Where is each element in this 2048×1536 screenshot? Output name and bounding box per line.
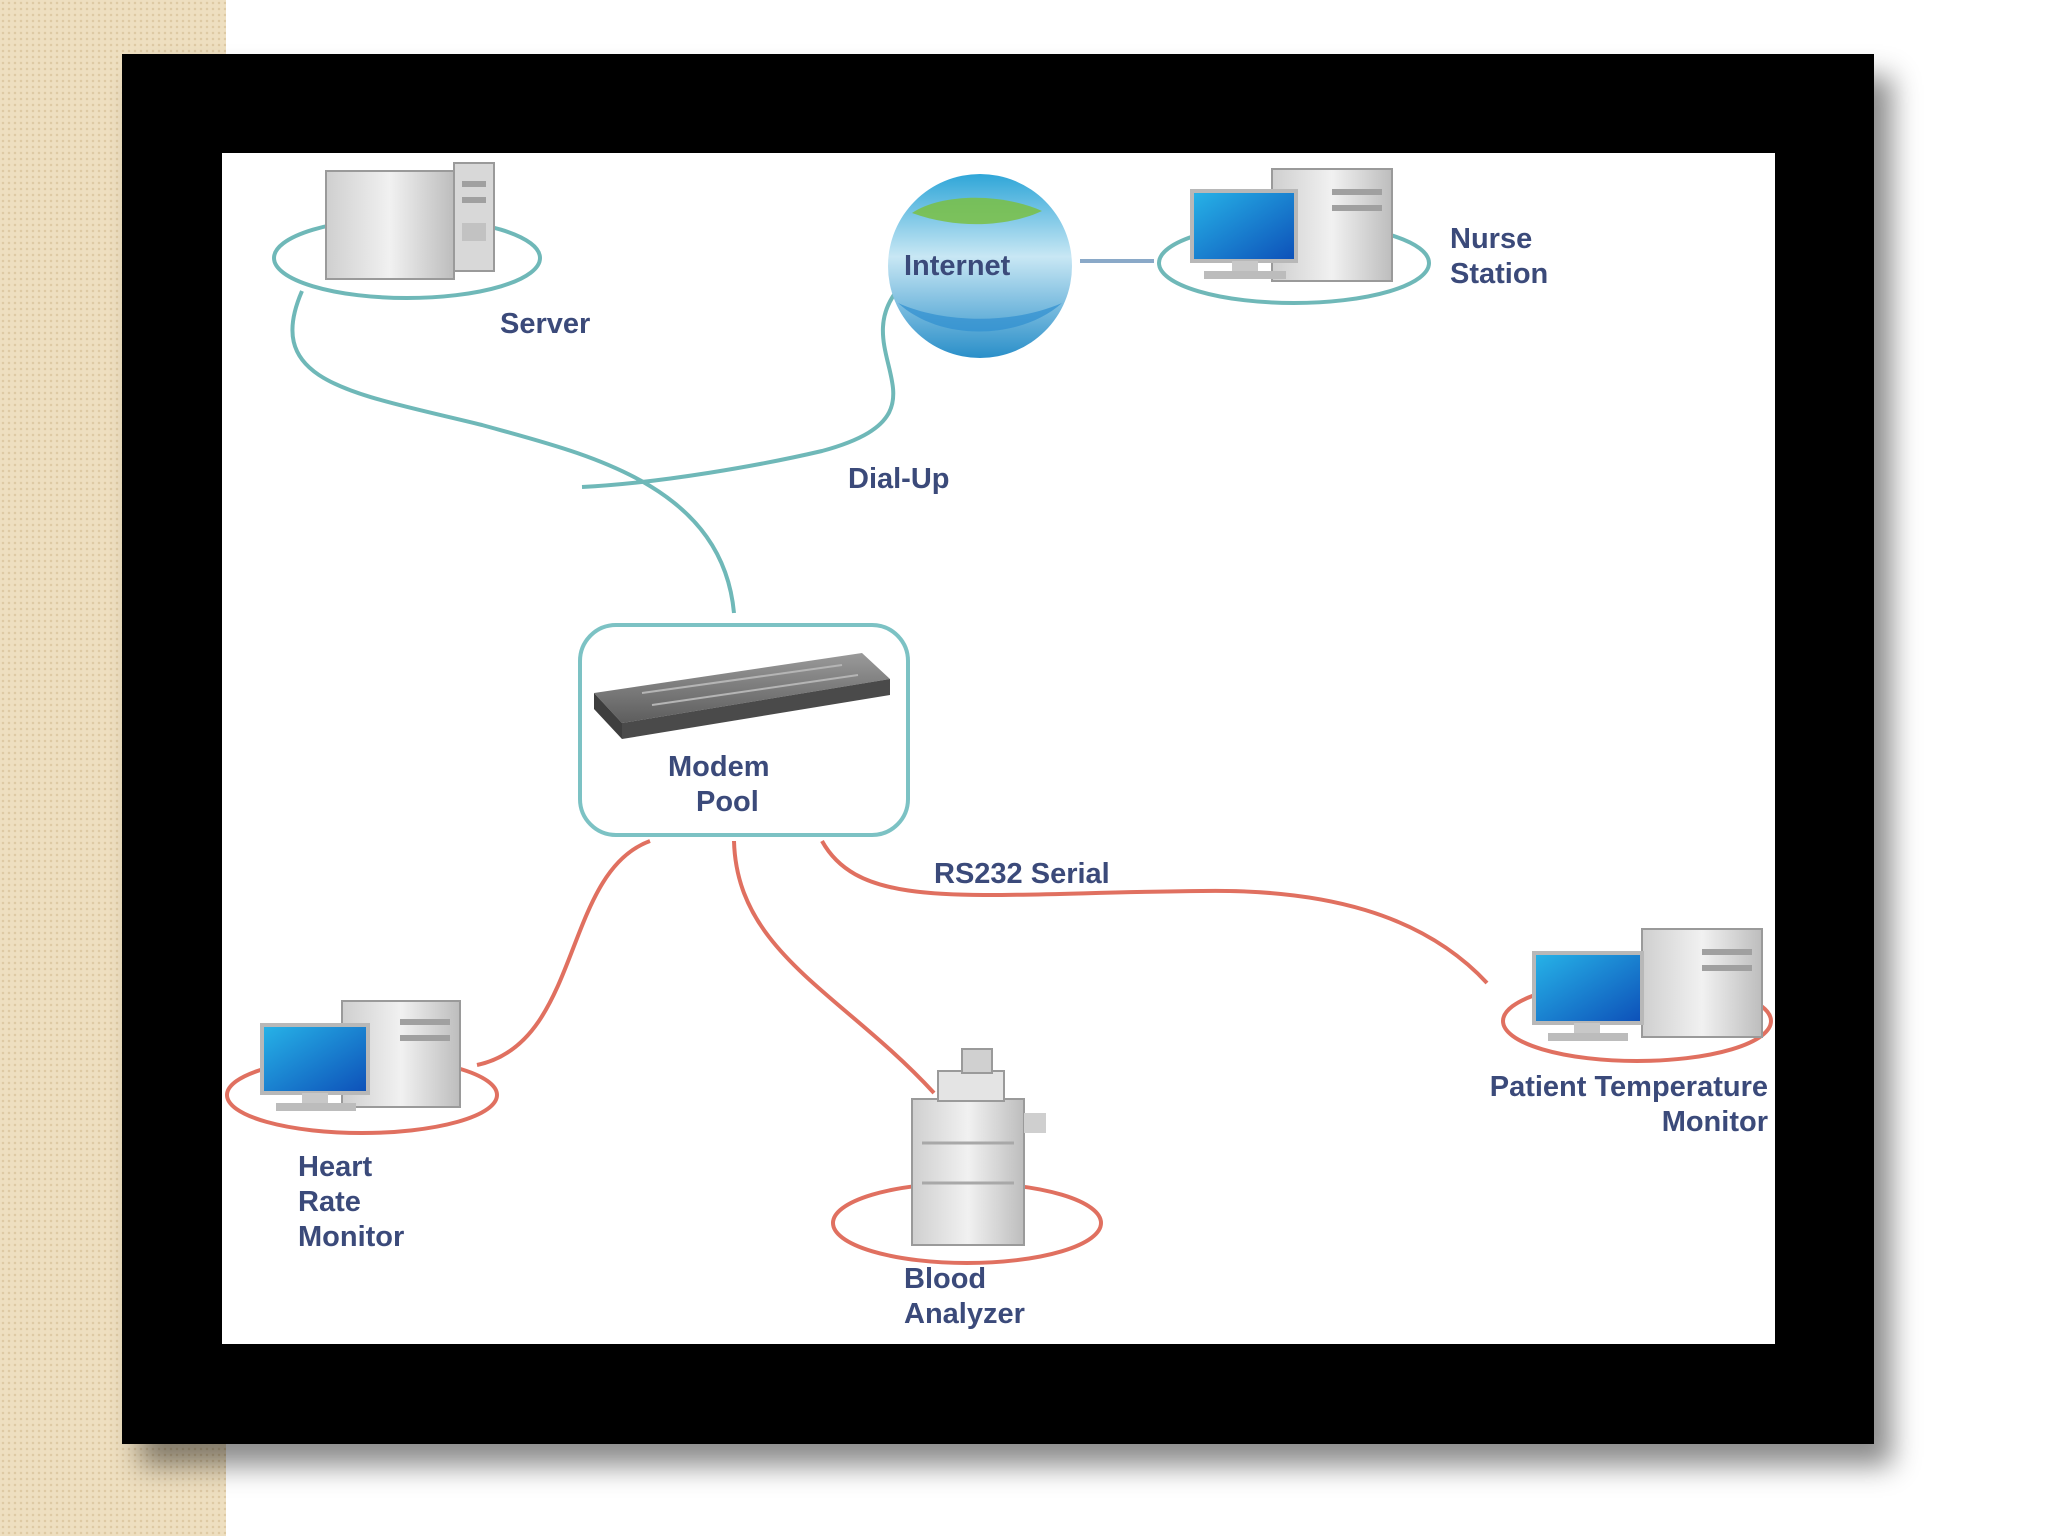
computer-icon (1532, 928, 1763, 1041)
computer-icon (260, 1000, 461, 1111)
rs232-serial-label: RS232 Serial (934, 858, 1110, 890)
blood-analyzer-node: Blood Analyzer (831, 1048, 1103, 1330)
internet-label: Internet (904, 250, 1011, 282)
temperature-label-line-1: Patient Temperature (1490, 1071, 1768, 1103)
modem-pool-label-line-2: Pool (696, 786, 759, 818)
temperature-label-line-2: Monitor (1662, 1106, 1768, 1138)
computer-icon (1190, 168, 1393, 282)
heart-rate-monitor-node: Heart Rate Monitor (225, 1000, 499, 1253)
nurse-station-node: Nurse Station (1157, 168, 1548, 305)
analyzer-icon (911, 1048, 1046, 1246)
temperature-link (820, 840, 1489, 985)
modem-icon (594, 653, 890, 739)
globe-icon (888, 174, 1072, 358)
server-node: Server (272, 162, 590, 340)
blood-analyzer-label-line-2: Analyzer (904, 1298, 1025, 1330)
internet-link (581, 285, 902, 489)
internet-node: Internet (888, 174, 1072, 358)
server-label: Server (500, 308, 590, 340)
heart-rate-label-line-3: Monitor (298, 1221, 404, 1253)
server-icon (325, 162, 495, 280)
blood-analyzer-link (732, 840, 936, 1095)
nurse-station-label-line-1: Nurse (1450, 223, 1532, 255)
nurse-station-label-line-2: Station (1450, 258, 1548, 290)
modem-pool-label-line-1: Modem (668, 751, 770, 783)
dial-up-label: Dial-Up (848, 463, 950, 495)
patient-temperature-monitor-node: Patient Temperature Monitor (1490, 928, 1773, 1138)
heart-rate-label-line-2: Rate (298, 1186, 361, 1218)
modem-pool-node: Modem Pool (578, 623, 910, 837)
heart-rate-label-line-1: Heart (298, 1151, 372, 1183)
heart-rate-link (476, 839, 651, 1067)
dial-up-connections (290, 259, 1154, 614)
server-link (290, 290, 736, 614)
blood-analyzer-label-line-1: Blood (904, 1263, 986, 1295)
rs232-connections (476, 839, 1489, 1095)
network-diagram: Server Internet Nurse Station Dial-Up (222, 153, 1775, 1344)
